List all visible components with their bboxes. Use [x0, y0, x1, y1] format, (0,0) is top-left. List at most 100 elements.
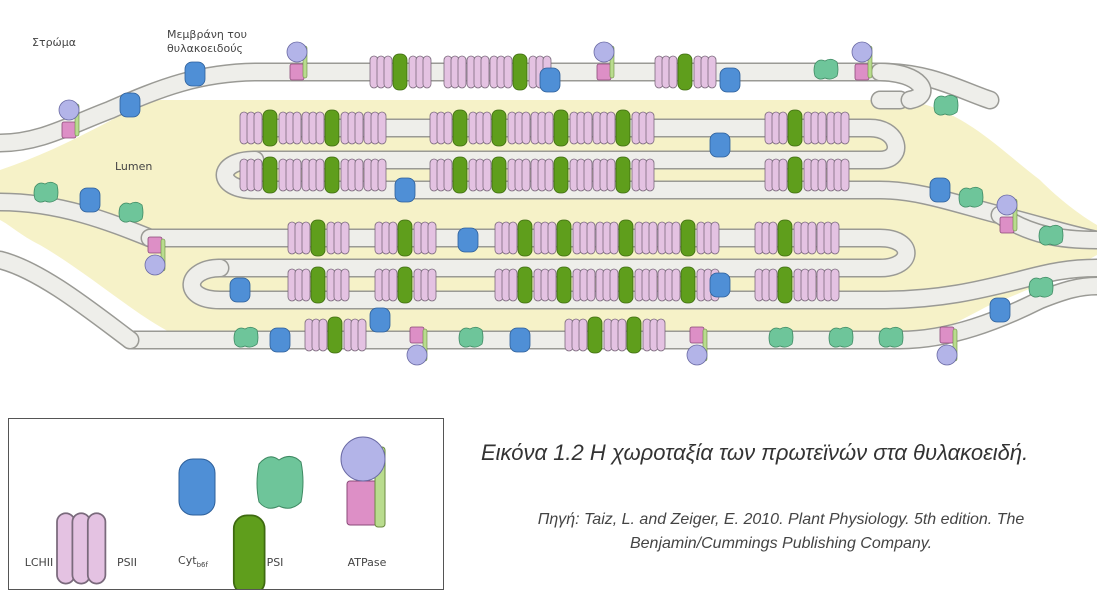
lhcii-protein	[572, 268, 596, 302]
membrane-label-line1: Μεμβράνη του	[167, 28, 248, 41]
lhcii-protein	[564, 318, 588, 352]
psii-protein	[397, 219, 413, 257]
lhcii-protein	[634, 268, 658, 302]
lhcii-protein	[369, 55, 393, 89]
lhcii-protein	[326, 268, 350, 302]
psii-protein	[680, 219, 696, 257]
lhcii-protein	[657, 221, 681, 255]
lhcii-protein	[340, 158, 364, 192]
psi-protein	[1038, 224, 1064, 246]
figure-source: Πηγή: Taiz, L. and Zeiger, E. 2010. Plan…	[537, 511, 1025, 552]
lhcii-protein	[569, 158, 593, 192]
psii-protein	[512, 53, 528, 91]
legend-label-psi: PSI	[266, 556, 284, 569]
lhcii-protein	[494, 221, 518, 255]
lhcii-protein	[816, 221, 840, 255]
lhcii-protein	[634, 221, 658, 255]
membrane-segment	[0, 252, 138, 348]
lhcii-protein	[631, 111, 655, 145]
lhcii-protein	[696, 221, 720, 255]
lhcii-protein	[803, 158, 827, 192]
cyt-b6f-protein	[184, 61, 206, 87]
cyt-b6f-protein	[457, 227, 479, 253]
atpase-protein	[996, 194, 1018, 234]
lhcii-protein	[530, 158, 554, 192]
cyt-b6f-protein	[119, 92, 141, 118]
psii-protein	[324, 109, 340, 147]
psi-protein	[458, 326, 484, 348]
psii-protein	[615, 156, 631, 194]
psii-protein	[517, 266, 533, 304]
lhcii-protein	[507, 111, 531, 145]
membrane-segment	[872, 64, 931, 108]
legend-lhcii-icon	[56, 512, 107, 585]
cyt-b6f-protein	[719, 67, 741, 93]
legend-atpase-icon	[340, 436, 386, 528]
psii-protein	[618, 266, 634, 304]
lhcii-protein	[287, 221, 311, 255]
cyt-b6f-protein	[369, 307, 391, 333]
atpase-protein	[593, 41, 615, 81]
lhcii-protein	[239, 158, 263, 192]
lhcii-protein	[278, 158, 302, 192]
lhcii-protein	[489, 55, 513, 89]
lhcii-protein	[363, 111, 387, 145]
lhcii-protein	[466, 55, 490, 89]
atpase-protein	[686, 326, 708, 366]
legend-psi-icon	[256, 456, 304, 509]
lhcii-protein	[654, 55, 678, 89]
cyt-b6f-protein	[229, 277, 251, 303]
cyt-b6f-protein	[394, 177, 416, 203]
lhcii-protein	[533, 221, 557, 255]
lhcii-protein	[413, 268, 437, 302]
lhcii-protein	[468, 111, 492, 145]
psii-protein	[615, 109, 631, 147]
lhcii-protein	[533, 268, 557, 302]
cyt-b6f-protein	[539, 67, 561, 93]
psii-protein	[553, 156, 569, 194]
lhcii-protein	[408, 55, 432, 89]
psi-protein	[878, 326, 904, 348]
lumen-label: Lumen	[115, 160, 153, 173]
lhcii-protein	[304, 318, 328, 352]
psii-protein	[262, 109, 278, 147]
psii-protein	[491, 156, 507, 194]
lhcii-protein	[429, 158, 453, 192]
psi-protein	[958, 186, 984, 208]
lhcii-protein	[429, 111, 453, 145]
lhcii-protein	[764, 111, 788, 145]
figure-caption: Εικόνα 1.2 Η χωροταξία των πρωτεϊνών στα…	[481, 440, 1029, 465]
lhcii-protein	[301, 111, 325, 145]
psi-protein	[828, 326, 854, 348]
psii-protein	[618, 219, 634, 257]
psii-protein	[787, 156, 803, 194]
psii-protein	[310, 219, 326, 257]
cyt-b6f-protein	[989, 297, 1011, 323]
psii-protein	[777, 219, 793, 257]
lhcii-protein	[363, 158, 387, 192]
atpase-protein	[286, 41, 308, 81]
membrane-segment	[0, 194, 158, 246]
stroma-label: Στρώμα	[32, 36, 77, 49]
lhcii-protein	[657, 268, 681, 302]
thylakoid-diagram	[0, 41, 1097, 366]
psii-protein	[452, 156, 468, 194]
lhcii-protein	[754, 221, 778, 255]
lhcii-protein	[287, 268, 311, 302]
psi-protein	[233, 326, 259, 348]
psii-protein	[452, 109, 468, 147]
lhcii-protein	[569, 111, 593, 145]
psii-protein	[324, 156, 340, 194]
psii-protein	[310, 266, 326, 304]
membrane-label-line2: θυλακοειδούς	[167, 42, 244, 55]
cyt-b6f-protein	[709, 272, 731, 298]
legend-label-atpase: ATPase	[347, 556, 387, 569]
legend-label-lchii: LCHII	[24, 556, 54, 569]
legend-label-psii: PSII	[116, 556, 138, 569]
lhcii-protein	[642, 318, 666, 352]
lhcii-protein	[603, 318, 627, 352]
lhcii-protein	[592, 158, 616, 192]
psii-protein	[787, 109, 803, 147]
psii-protein	[327, 316, 343, 354]
lhcii-protein	[507, 158, 531, 192]
